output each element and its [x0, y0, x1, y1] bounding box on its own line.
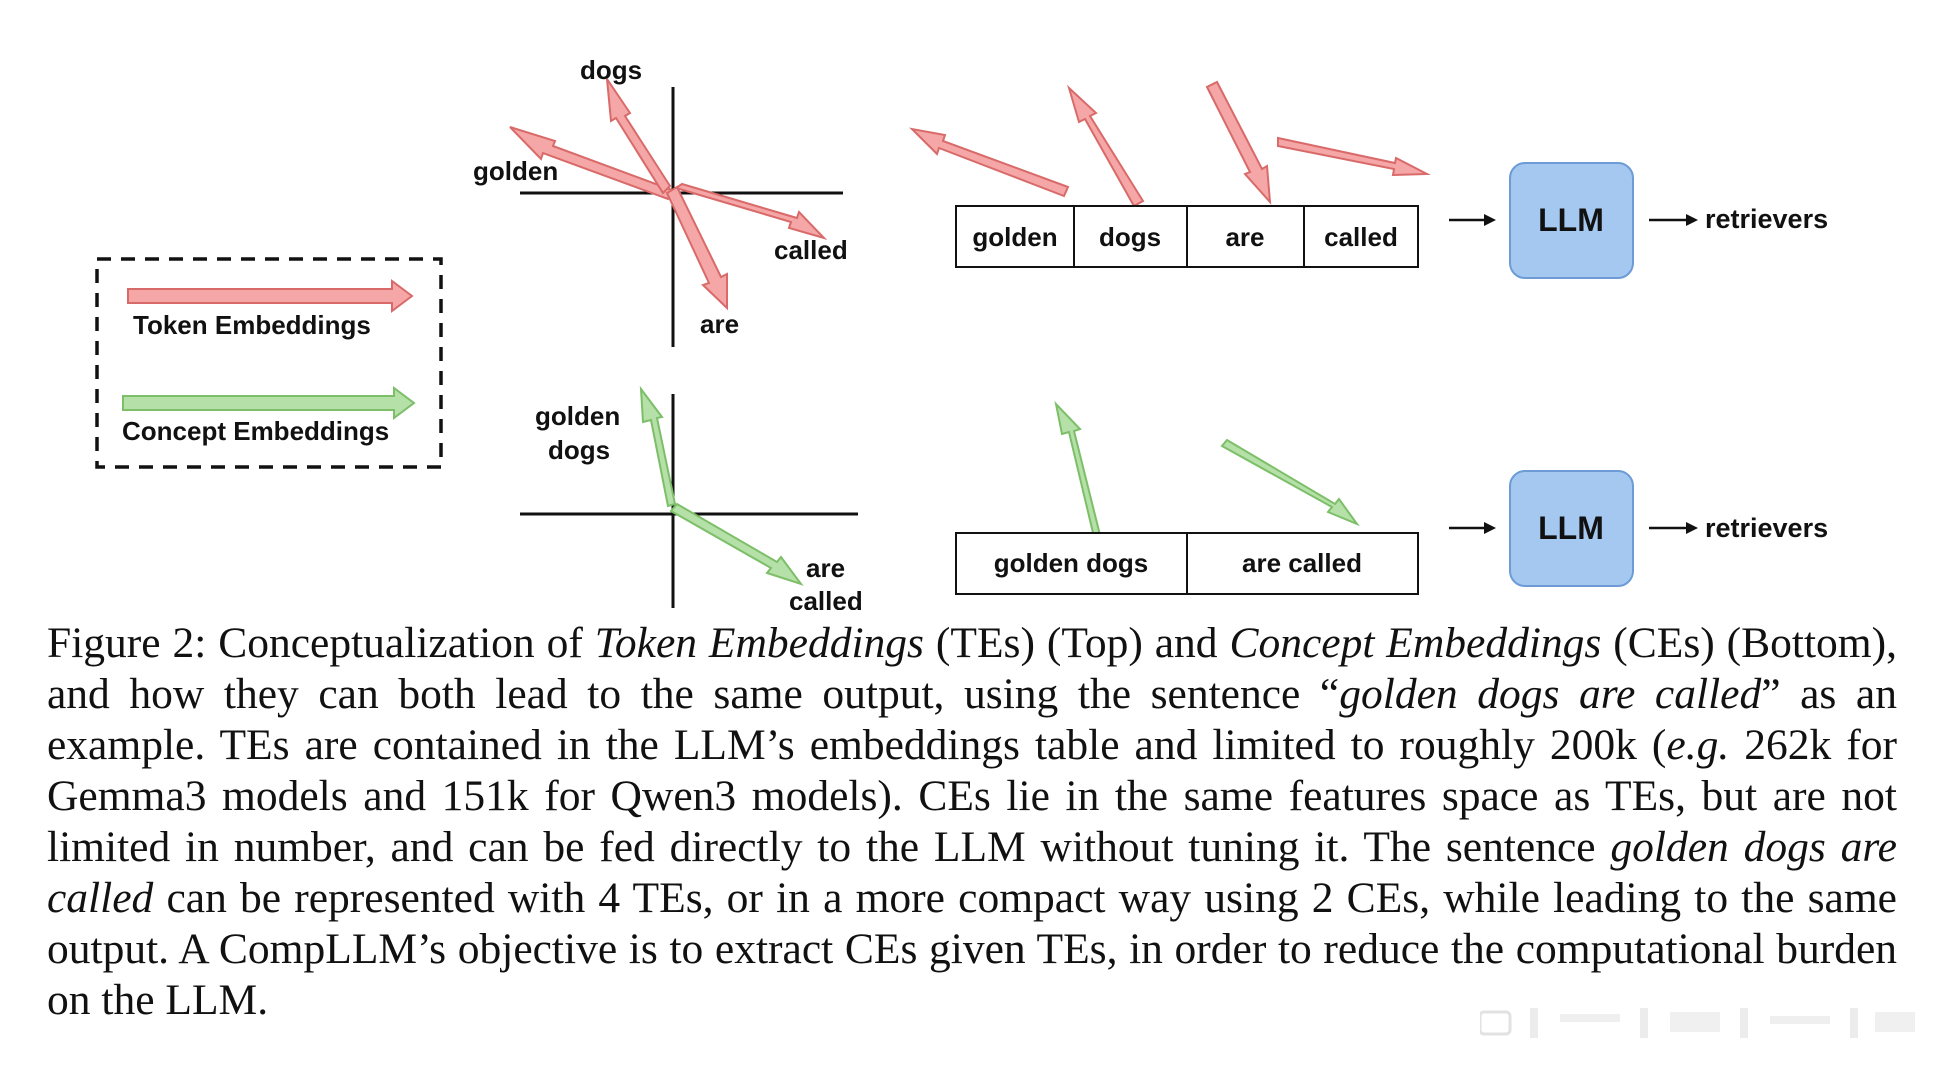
legend-concept-label: Concept Embeddings: [122, 416, 389, 446]
token-are: are: [1225, 222, 1264, 252]
top-arrow-golden: [509, 126, 674, 201]
float-arrow-golden: [909, 127, 1070, 198]
top-label-dogs: dogs: [580, 55, 642, 85]
token-dogs: dogs: [1099, 222, 1161, 252]
caption-italic-sentence: golden dogs are called: [1339, 670, 1762, 718]
legend-token-arrow: [127, 279, 414, 313]
figure-caption: Figure 2: Conceptualization of Token Emb…: [47, 618, 1897, 1026]
caption-italic-eg: e.g.: [1666, 721, 1730, 769]
caption-text-3: (CEs) (Bottom), and how they can both le…: [47, 619, 1898, 718]
token-golden: golden: [972, 222, 1057, 252]
top-arrow-to-llm-head: [1484, 214, 1496, 226]
caption-text-1: Conceptualization of: [206, 619, 595, 667]
token-called: called: [1324, 222, 1398, 252]
caption-text-2: (TEs) (Top) and: [924, 619, 1230, 667]
legend-token-label: Token Embeddings: [133, 310, 371, 340]
top-arrow-dogs: [606, 78, 672, 195]
caption-italic-token-embeddings: Token Embeddings: [594, 619, 924, 667]
figure-diagram: Token Embeddings Concept Embeddings dogs…: [95, 55, 1828, 610]
bottom-arrow-are-called: [669, 502, 804, 586]
bottom-arrow-to-llm-head: [1484, 522, 1496, 534]
caption-text-4: ” as an example. TEs are contained in th…: [47, 670, 1897, 769]
token-golden-dogs: golden dogs: [994, 548, 1149, 578]
float-arrow-called: [1277, 136, 1431, 177]
top-label-golden: golden: [473, 156, 558, 186]
top-arrow-called: [673, 182, 828, 240]
bottom-output-label: retrievers: [1705, 513, 1828, 543]
bottom-arrow-to-output-head: [1686, 522, 1698, 534]
top-arrow-are: [665, 185, 728, 311]
legend-concept-arrow: [122, 386, 416, 420]
bottom-label-golden: golden: [535, 401, 620, 431]
float-arrow-dogs: [1067, 84, 1145, 208]
top-arrow-to-output-head: [1686, 214, 1698, 226]
float-arrow-are: [1205, 80, 1272, 205]
bottom-llm-label: LLM: [1538, 510, 1604, 546]
token-are-called: are called: [1242, 548, 1362, 578]
top-llm-label: LLM: [1538, 202, 1604, 238]
bottom-pipeline: LLM retrievers: [1449, 470, 1828, 587]
caption-text-5: 262k for Gemma3 models and 151k for Qwen…: [47, 721, 1897, 871]
top-pipeline: LLM retrievers: [1449, 162, 1828, 279]
legend-border: [95, 257, 443, 469]
bottom-embedding-plot: golden dogs are called: [520, 385, 863, 610]
top-llm-box: [1509, 162, 1634, 279]
top-label-are: are: [700, 309, 739, 339]
bottom-arrow-golden-dogs: [639, 385, 677, 508]
bottom-token-row: golden dogs are called: [955, 532, 1419, 595]
watermark-logo: [1480, 1008, 1915, 1038]
caption-italic-sentence-2: golden dogs are called: [47, 823, 1897, 922]
top-floating-arrows: [909, 80, 1431, 208]
top-output-label: retrievers: [1705, 204, 1828, 234]
bottom-label-dogs: dogs: [548, 435, 610, 465]
token-box-called: [1303, 205, 1419, 268]
caption-figure-label: Figure 2:: [47, 619, 207, 667]
top-token-row: golden dogs are called: [955, 205, 1419, 268]
legend: Token Embeddings Concept Embeddings: [95, 257, 443, 469]
bottom-floating-arrows: [1054, 400, 1360, 539]
top-embedding-plot: dogs golden called are: [473, 55, 848, 347]
caption-italic-concept-embeddings: Concept Embeddings: [1229, 619, 1602, 667]
top-label-called: called: [774, 235, 848, 265]
bottom-label-are: are: [806, 553, 845, 583]
bottom-label-called: called: [789, 586, 863, 610]
token-box-are-called: [1186, 532, 1419, 595]
caption-text-6: can be represented with 4 TEs, or in a m…: [47, 874, 1897, 1024]
token-box-golden: [955, 205, 1075, 268]
float-arrow-are-called: [1220, 438, 1360, 527]
bottom-llm-box: [1509, 470, 1634, 587]
float-arrow-golden-dogs: [1054, 400, 1102, 539]
